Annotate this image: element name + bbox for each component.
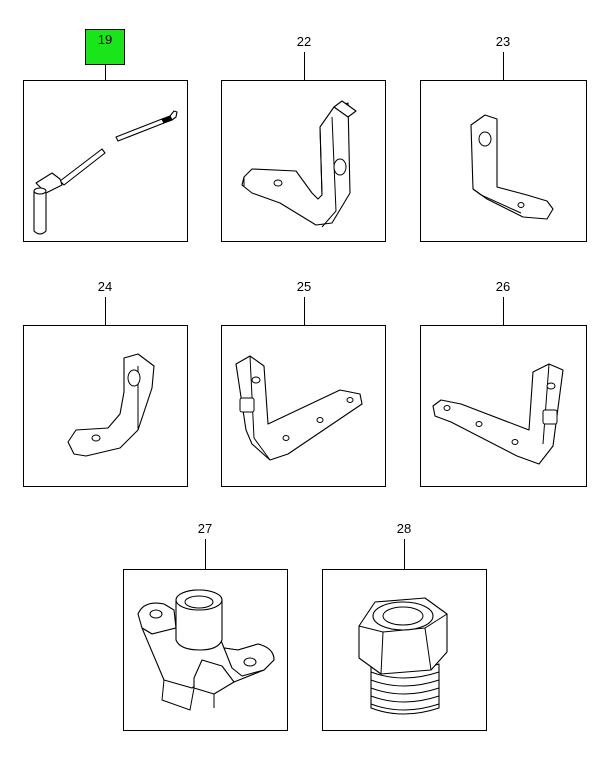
part-panel-28[interactable] (322, 569, 487, 731)
leader-line (304, 297, 305, 325)
angle-bracket-illustration (241, 100, 357, 228)
part-panel-24[interactable] (23, 325, 188, 487)
callout-22[interactable]: 22 (296, 34, 312, 49)
part-panel-27[interactable] (123, 569, 288, 731)
part-panel-22[interactable] (221, 80, 386, 242)
callout-26[interactable]: 26 (495, 279, 511, 294)
leader-line (503, 297, 504, 325)
leader-line (105, 297, 106, 325)
callout-28[interactable]: 28 (396, 521, 412, 536)
l-bracket-slotted-illustration (432, 363, 564, 465)
part-panel-23[interactable] (420, 80, 587, 242)
l-bracket-illustration (67, 353, 155, 457)
part-panel-26[interactable] (420, 325, 587, 487)
threaded-fitting-illustration (358, 597, 448, 715)
leader-line (205, 539, 206, 569)
callout-19-selected[interactable]: 19 (85, 29, 125, 65)
callout-24[interactable]: 24 (97, 279, 113, 294)
leader-line (105, 65, 106, 80)
l-bracket-illustration (470, 114, 554, 220)
l-bracket-slotted-illustration (235, 355, 363, 461)
callout-23[interactable]: 23 (495, 34, 511, 49)
leader-line (304, 52, 305, 80)
leader-line (503, 52, 504, 80)
mounting-block-illustration (137, 589, 275, 711)
part-panel-25[interactable] (221, 325, 386, 487)
rod-sensor-illustration (33, 110, 178, 235)
callout-25[interactable]: 25 (296, 279, 312, 294)
part-panel-19[interactable] (23, 80, 188, 242)
callout-27[interactable]: 27 (197, 521, 213, 536)
leader-line (404, 539, 405, 569)
